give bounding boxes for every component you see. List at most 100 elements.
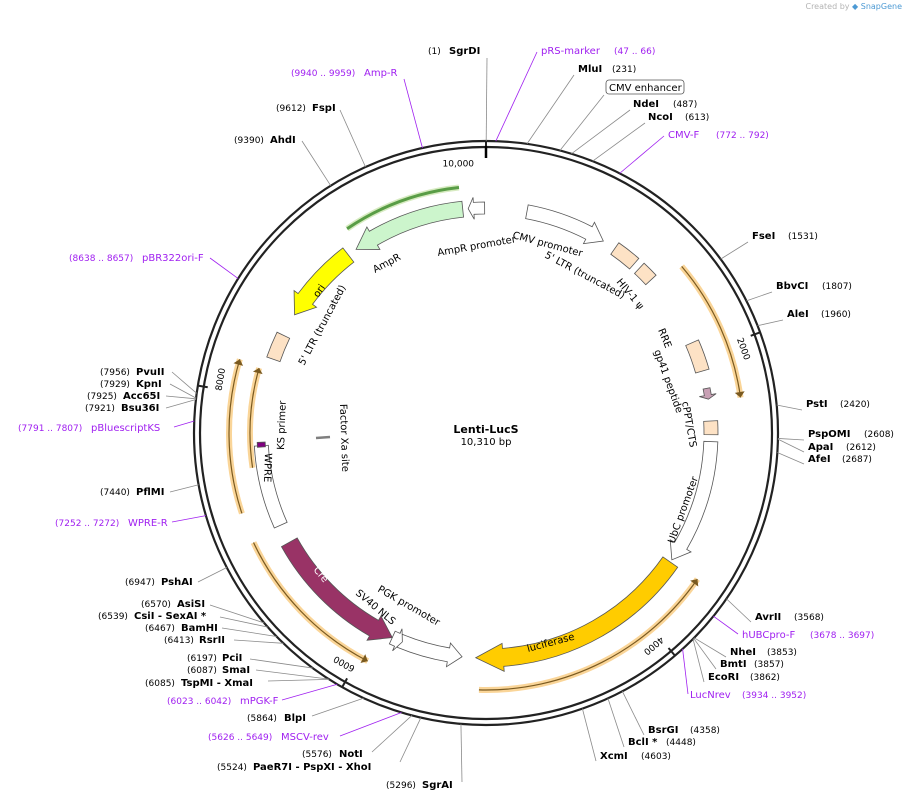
- primer-mpgk-f[interactable]: (6023 .. 6042)mPGK-F: [167, 696, 279, 707]
- primer-labels: pRS-marker(47 .. 66) CMV-F(772 .. 792) h…: [18, 46, 874, 743]
- feature-label-cmv-enhancer[interactable]: CMV enhancer: [609, 83, 683, 94]
- site-label: BbvCI: [776, 281, 808, 292]
- site-avrii[interactable]: AvrII (3568): [755, 612, 824, 623]
- primer-position: (5626 .. 5649): [208, 733, 272, 743]
- primer-amp-r[interactable]: (9940 .. 9959)Amp-R: [291, 68, 398, 79]
- feature-label-wpre[interactable]: WPRE: [261, 453, 273, 483]
- leader-mpgk-f: [281, 683, 338, 701]
- primer-label: MSCV-rev: [281, 732, 329, 743]
- site-bsrgi[interactable]: BsrGI(4358): [648, 725, 720, 736]
- feature-label-5ltr-right[interactable]: 5' LTR (truncated): [543, 250, 627, 302]
- primer-hubcpro-f[interactable]: hUBCpro-F(3678 .. 3697): [742, 630, 874, 641]
- primer-label: WPRE-R: [128, 518, 168, 529]
- leader-afei: [777, 452, 805, 465]
- site-smai[interactable]: (6087)SmaI: [187, 665, 250, 676]
- site-apai[interactable]: ApaI(2612): [808, 442, 876, 453]
- site-ahdi[interactable]: (9390)AhdI: [234, 135, 296, 146]
- primer-wpre-r[interactable]: (7252 .. 7272)WPRE-R: [55, 518, 168, 529]
- feature-ampr-promoter: [467, 197, 486, 220]
- site-label: MluI: [578, 64, 602, 75]
- site-bbvci[interactable]: BbvCI(1807): [776, 281, 852, 292]
- site-psti[interactable]: PstI(2420): [806, 399, 870, 410]
- site-mlui[interactable]: MluI(231): [578, 64, 636, 75]
- leader-pvuii: [171, 371, 197, 394]
- site-nhei[interactable]: NheI(3853): [730, 647, 797, 658]
- site-alei[interactable]: AleI(1960): [787, 309, 851, 320]
- tick-label-4: 8000: [215, 367, 229, 391]
- leader-wpre-r: [171, 515, 206, 523]
- leader-bcli: [607, 698, 625, 748]
- site-label: SgrDI: [449, 46, 480, 57]
- site-bamhi[interactable]: (6467)BamHI: [145, 623, 218, 634]
- feature-label-rre[interactable]: RRE: [655, 327, 673, 350]
- site-rsrii[interactable]: (6413)RsrII: [164, 635, 225, 646]
- tick-mark-2: [667, 647, 676, 657]
- site-label: XcmI: [600, 751, 628, 762]
- feature-label-ks-primer[interactable]: KS primer: [276, 400, 289, 451]
- site-pspompi[interactable]: PspOMI(2608): [808, 429, 894, 440]
- site-label: SmaI: [222, 665, 250, 676]
- site-position: (1531): [788, 232, 818, 242]
- site-position: (3568): [794, 613, 824, 623]
- site-csii-sexai[interactable]: (6539)CsiI - SexAI *: [98, 611, 207, 622]
- primer-lucnrev[interactable]: LucNrev(3934 .. 3952): [690, 690, 806, 701]
- primer-label: CMV-F: [668, 130, 699, 141]
- leader-avrii: [726, 598, 752, 623]
- site-label: KpnI: [136, 379, 162, 390]
- site-ndei[interactable]: NdeI(487): [633, 99, 697, 110]
- primer-prs-marker[interactable]: pRS-marker(47 .. 66): [541, 46, 655, 57]
- site-bsu36i[interactable]: (7921)Bsu36I: [85, 403, 159, 414]
- primer-position: (3678 .. 3697): [810, 631, 874, 641]
- site-position: (4448): [666, 738, 696, 748]
- site-ncoi[interactable]: NcoI(613): [648, 112, 709, 123]
- site-ecori[interactable]: EcoRI(3862): [708, 672, 780, 683]
- site-pshai[interactable]: (6947)PshAI: [125, 577, 193, 588]
- primer-pbr322ori-f[interactable]: (8638 .. 8657)pBR322ori-F: [69, 253, 204, 264]
- site-label: AfeI: [808, 454, 831, 465]
- leader-smai: [255, 669, 329, 680]
- site-position: (6467): [145, 624, 175, 634]
- primer-cmv-f[interactable]: CMV-F(772 .. 792): [668, 130, 769, 141]
- feature-5ltr-right: [610, 242, 640, 270]
- site-pcii[interactable]: (6197)PciI: [187, 653, 242, 664]
- site-position: (1960): [821, 310, 851, 320]
- site-kpni[interactable]: (7929)KpnI: [100, 379, 162, 390]
- site-label: NdeI: [633, 99, 659, 110]
- site-bmti[interactable]: BmtI(3857): [720, 659, 784, 670]
- site-pvuii[interactable]: (7956)PvuII: [100, 367, 164, 378]
- feature-label-ampr-promoter[interactable]: AmpR promoter: [437, 234, 518, 259]
- feature-cppt: [703, 420, 719, 436]
- site-tspmi-xmai[interactable]: (6085)TspMI - XmaI: [145, 678, 253, 689]
- site-xcmi[interactable]: XcmI(4603): [600, 751, 671, 762]
- feature-sv40-nls: [388, 628, 403, 652]
- site-afei[interactable]: AfeI(2687): [808, 454, 872, 465]
- site-blpi[interactable]: (5864)BlpI: [247, 713, 306, 724]
- site-pflmi[interactable]: (7440)PflMI: [100, 487, 164, 498]
- feature-layer: [253, 197, 719, 672]
- site-fsei[interactable]: FseI(1531): [752, 231, 818, 242]
- site-paer7i-pspxi-xhoi[interactable]: (5524)PaeR7I - PspXI - XhoI: [217, 762, 371, 773]
- site-sgrdi[interactable]: (1)SgrDI: [428, 46, 480, 57]
- site-position: (3857): [754, 660, 784, 670]
- site-fspi[interactable]: (9612)FspI: [276, 103, 336, 114]
- site-label: Bsu36I: [121, 403, 159, 414]
- orf-arcs: [226, 184, 745, 693]
- leader-kpni: [169, 383, 197, 399]
- site-position: (6570): [141, 600, 171, 610]
- primer-mscv-rev[interactable]: (5626 .. 5649) MSCV-rev: [208, 732, 329, 743]
- site-label: AvrII: [755, 612, 781, 623]
- site-sgrai[interactable]: (5296)SgrAI: [386, 780, 453, 791]
- feature-label-cppt[interactable]: cPPT/CTS: [679, 401, 698, 449]
- feature-luciferase: [474, 556, 679, 672]
- site-bcli[interactable]: BclI *(4448): [628, 737, 696, 748]
- site-position: (5864): [247, 714, 277, 724]
- site-acc65i[interactable]: (7925)Acc65I: [87, 391, 160, 402]
- site-label: PvuII: [136, 367, 164, 378]
- feature-label-ampr[interactable]: AmpR: [371, 252, 403, 276]
- feature-label-factor-xa[interactable]: Factor Xa site: [337, 404, 350, 472]
- primer-pbluescriptks[interactable]: (7791 .. 7807)pBluescriptKS: [18, 423, 160, 434]
- site-noti[interactable]: (5576)NotI: [302, 749, 363, 760]
- site-asisi[interactable]: (6570)AsiSI: [141, 599, 205, 610]
- leader-mlui: [526, 74, 575, 145]
- feature-label-gp41[interactable]: gp41 peptide: [651, 348, 684, 414]
